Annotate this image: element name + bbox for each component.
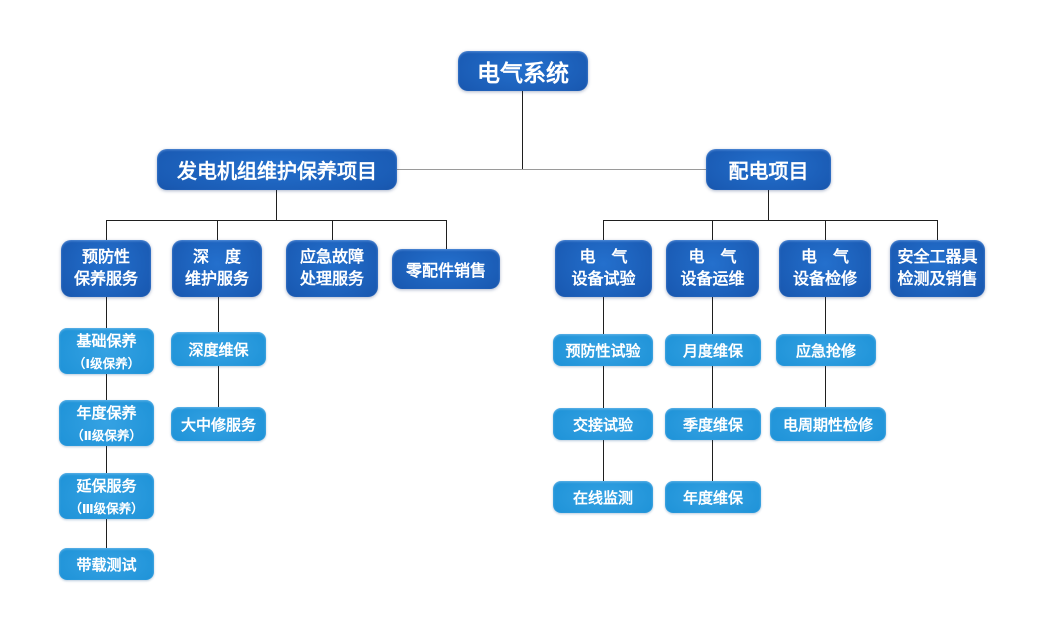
connector-root-vertical (522, 91, 523, 169)
node-deep-maintenance: 深度维保 (171, 332, 266, 366)
node-basic-maintenance: 基础保养 （Ⅰ级保养） (59, 328, 154, 374)
connector-colD-seg (712, 440, 713, 481)
connector-drop (446, 220, 447, 249)
node-electrical-system: 电气系统 (458, 51, 588, 91)
node-preventive-maintenance-service: 预防性 保养服务 (61, 240, 151, 297)
node-yearly-maintenance: 年度维保 (665, 481, 761, 513)
node-title: 年度保养 (76, 405, 137, 422)
connector-colC-seg (603, 297, 604, 334)
node-emergency-repair: 应急抢修 (776, 334, 876, 366)
connector-colB-seg (218, 297, 219, 332)
node-deep-maintenance-service: 深 度 维护服务 (172, 240, 262, 297)
node-annual-maintenance: 年度保养 （Ⅱ级保养） (59, 400, 154, 446)
connector-colA-seg (106, 297, 107, 328)
node-extended-warranty-service: 延保服务 （Ⅲ级保养） (59, 473, 154, 519)
connector-drop (217, 220, 218, 240)
connector-colC-seg (603, 366, 604, 408)
connector-right-horizontal (603, 220, 937, 221)
node-emergency-fault-service: 应急故障 处理服务 (286, 240, 378, 297)
node-subtitle: （Ⅲ级保养） (69, 502, 144, 516)
connector-drop (712, 220, 713, 240)
node-generator-maintenance-project: 发电机组维护保养项目 (157, 149, 397, 190)
connector-colE-seg (825, 366, 826, 407)
connector-generator-vertical (276, 190, 277, 220)
connector-drop (332, 220, 333, 240)
node-periodic-electrical-overhaul: 电周期性检修 (770, 407, 886, 441)
node-monthly-maintenance: 月度维保 (665, 334, 761, 366)
node-spare-parts-sales: 零配件销售 (392, 249, 500, 289)
connector-colC-seg (603, 440, 604, 481)
connector-colA-seg (106, 374, 107, 400)
connector-colD-seg (712, 366, 713, 408)
node-preventive-test: 预防性试验 (553, 334, 653, 366)
node-electrical-equipment-testing: 电 气 设备试验 (555, 240, 652, 297)
node-load-test: 带载测试 (59, 548, 154, 580)
connector-colD-seg (712, 297, 713, 334)
connector-drop (603, 220, 604, 240)
connector-distribution-vertical (768, 190, 769, 220)
connector-colA-seg (106, 446, 107, 473)
connector-drop (937, 220, 938, 240)
node-electrical-equipment-operation: 电 气 设备运维 (666, 240, 759, 297)
node-safety-tools-testing-sales: 安全工器具 检测及销售 (890, 240, 985, 297)
node-handover-test: 交接试验 (553, 408, 653, 440)
node-major-repair-service: 大中修服务 (171, 407, 266, 441)
node-quarterly-maintenance: 季度维保 (665, 408, 761, 440)
node-subtitle: （Ⅱ级保养） (71, 429, 142, 443)
connector-drop (825, 220, 826, 240)
connector-left-horizontal (106, 220, 447, 221)
node-online-monitoring: 在线监测 (553, 481, 653, 513)
connector-colE-seg (825, 297, 826, 334)
node-electrical-equipment-overhaul: 电 气 设备检修 (779, 240, 871, 297)
node-title: 延保服务 (76, 478, 137, 495)
node-subtitle: （Ⅰ级保养） (72, 357, 141, 371)
node-title: 基础保养 (76, 333, 137, 350)
connector-main-horizontal (397, 169, 706, 170)
connector-colB-seg (218, 366, 219, 407)
connector-colA-seg (106, 519, 107, 548)
connector-drop (106, 220, 107, 240)
node-distribution-project: 配电项目 (706, 149, 831, 190)
